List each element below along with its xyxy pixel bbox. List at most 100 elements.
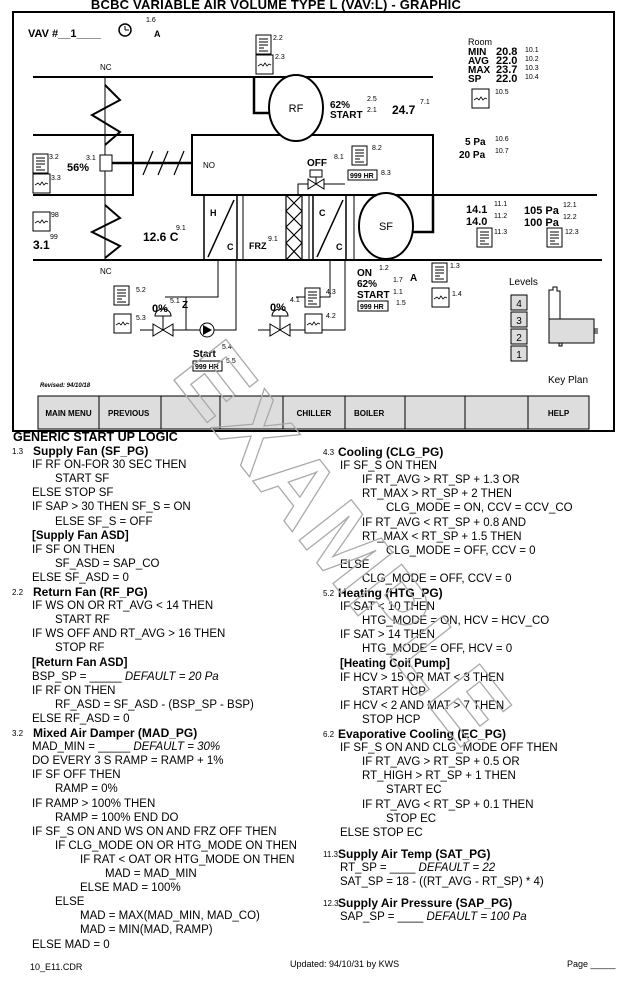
nav-button-help[interactable]: HELP [527, 395, 590, 430]
cooling-valve-icon[interactable] [269, 308, 291, 337]
level-label: 1 [516, 350, 522, 361]
heating-valve-icon[interactable] [152, 308, 174, 337]
return-damper-state: NC [100, 63, 112, 72]
sat-value-1: 14.1 [466, 204, 487, 216]
heating-pump-hours-ref: 5.5 [226, 358, 236, 365]
nav-button-empty[interactable] [160, 395, 221, 430]
nav-button-main-menu[interactable]: MAIN MENU [37, 395, 100, 430]
logic-section-number: 2.2 [12, 588, 24, 597]
logic-line: IF RT_AVG < RT_SP + 0.8 AND [362, 516, 526, 530]
sat-doc-icon[interactable] [476, 227, 493, 248]
cooling-valve-ref: 4.1 [290, 297, 300, 304]
rf-trend-icon[interactable] [255, 54, 274, 75]
room-trend-icon[interactable] [471, 88, 490, 109]
logic-line-text: MAD = MIN(MAD, RAMP) [80, 924, 213, 937]
logic-section-number: 11.3 [323, 849, 338, 859]
vav-number: VAV #__1____ [28, 28, 102, 40]
supply-fan[interactable]: SF [358, 192, 414, 260]
sap-value-2: 100 Pa [524, 217, 560, 229]
logic-line: STOP HCP [362, 713, 420, 727]
logic-line: IF SF_S ON AND WS ON AND FRZ OFF THEN [32, 825, 277, 839]
level-2-button[interactable]: 2 [510, 328, 528, 345]
levels-title: Levels [509, 277, 538, 288]
logic-default-value: DEFAULT = 30% [133, 741, 221, 754]
oat-trend-icon[interactable] [32, 211, 51, 232]
rf-speed: 62% [330, 100, 350, 111]
logic-default-value: DEFAULT = 100 Pa [426, 911, 527, 924]
sap-doc-icon[interactable] [546, 227, 563, 248]
logic-line: ELSE MAD = 0 [32, 938, 110, 952]
logic-line: START SF [55, 472, 109, 486]
ec-doc-icon[interactable] [351, 145, 368, 166]
ec-status-ref: 8.1 [334, 154, 344, 161]
logic-line-text: RT_SP = ____ [340, 861, 419, 874]
mad-ref: 3.1 [86, 155, 96, 162]
logic-line-text: RAMP = 0% [55, 783, 118, 796]
outdoor-air-temp: 3.1 [33, 238, 50, 252]
clock-icon[interactable] [118, 23, 132, 37]
heating-pump-icon[interactable] [199, 322, 215, 338]
logic-line: IF RT_AVG > RT_SP + 0.5 OR [362, 755, 520, 769]
logic-line: IF SF_S ON THEN [340, 459, 437, 473]
room-title: Room [468, 37, 492, 47]
logic-line-text: MAD = MAD_MIN [105, 868, 197, 880]
logic-section-title: Mixed Air Damper (MAD_PG) [33, 726, 197, 740]
outdoor-damper-icon[interactable] [89, 204, 122, 259]
cooling-coil-c1: C [319, 208, 326, 218]
heating-valve-doc-icon[interactable] [113, 285, 130, 306]
room-sp-value: 22.0 [496, 73, 517, 85]
rf-speed-ref: 2.5 [367, 96, 377, 103]
level-1-button[interactable]: 1 [510, 345, 528, 362]
supply-fan-label: SF [379, 221, 393, 233]
nav-button-empty[interactable] [404, 395, 466, 430]
ec-hours-ref: 8.3 [381, 170, 391, 177]
logic-line-text: ELSE MAD = 0 [32, 938, 110, 951]
nav-button-chiller[interactable]: CHILLER [282, 395, 346, 430]
nav-button-boiler[interactable]: BOILER [344, 395, 406, 430]
sf-hours-box [357, 300, 389, 312]
heating-coil[interactable] [203, 194, 238, 261]
return-fan[interactable]: RF [268, 74, 324, 142]
nav-button-previous[interactable]: PREVIOUS [98, 395, 162, 430]
logic-line: IF RAT < OAT OR HTG_MODE ON THEN [80, 853, 295, 867]
logic-line-text: [Supply Fan ASD] [32, 529, 129, 542]
rf-doc-ref: 2.2 [273, 35, 283, 42]
room-trend-ref: 10.5 [495, 89, 509, 96]
heating-valve-trend-icon[interactable] [113, 313, 132, 334]
level-3-button[interactable]: 3 [510, 311, 528, 328]
oat-trend-ref: 98 [51, 212, 59, 219]
logic-line-text: ELSE MAD = 100% [80, 882, 181, 895]
logic-line-text: START RF [55, 614, 110, 627]
logic-line-text: ELSE STOP SF [32, 487, 114, 500]
logic-line: IF SF ON THEN [32, 543, 115, 557]
logic-line-text: RAMP = 100% END DO [55, 811, 179, 824]
logic-line: IF HCV > 15 OR MAT < 3 THEN [340, 671, 504, 685]
sap-value-1: 105 Pa [524, 205, 560, 217]
mad-doc-ref: 3.2 [49, 154, 59, 161]
logic-line-text: SF_ASD = SAP_CO [55, 557, 160, 570]
level-4-button[interactable]: 4 [510, 294, 528, 311]
heating-valve-doc-ref: 5.2 [136, 287, 146, 294]
heating-valve-state: NC [100, 267, 112, 276]
nav-button-empty[interactable] [464, 395, 529, 430]
logic-line-text: IF WS OFF AND RT_AVG > 16 THEN [32, 628, 226, 641]
sf-trend-icon[interactable] [431, 287, 450, 308]
cooling-valve-doc-icon[interactable] [304, 287, 321, 308]
level-label: 3 [516, 316, 522, 327]
return-damper-icon[interactable] [89, 84, 122, 146]
exhaust-damper-icon[interactable] [142, 150, 185, 176]
mixed-air-damper[interactable] [99, 154, 113, 172]
cooling-valve-trend-icon[interactable] [304, 313, 323, 334]
logic-line-text: IF SAT > 14 THEN [340, 629, 435, 642]
logic-line: SF_ASD = SAP_CO [55, 557, 160, 571]
mad-trend-icon[interactable] [32, 173, 51, 194]
logic-section-number: 3.2 [12, 729, 24, 738]
mad-doc-icon[interactable] [32, 153, 49, 174]
nav-button-empty[interactable] [219, 395, 284, 430]
filter-icon [285, 194, 303, 261]
ec-valve-icon[interactable] [297, 169, 345, 195]
sf-doc-icon[interactable] [431, 262, 448, 283]
logic-heading: GENERIC START UP LOGIC [13, 430, 178, 444]
rf-doc-icon[interactable] [255, 34, 272, 55]
